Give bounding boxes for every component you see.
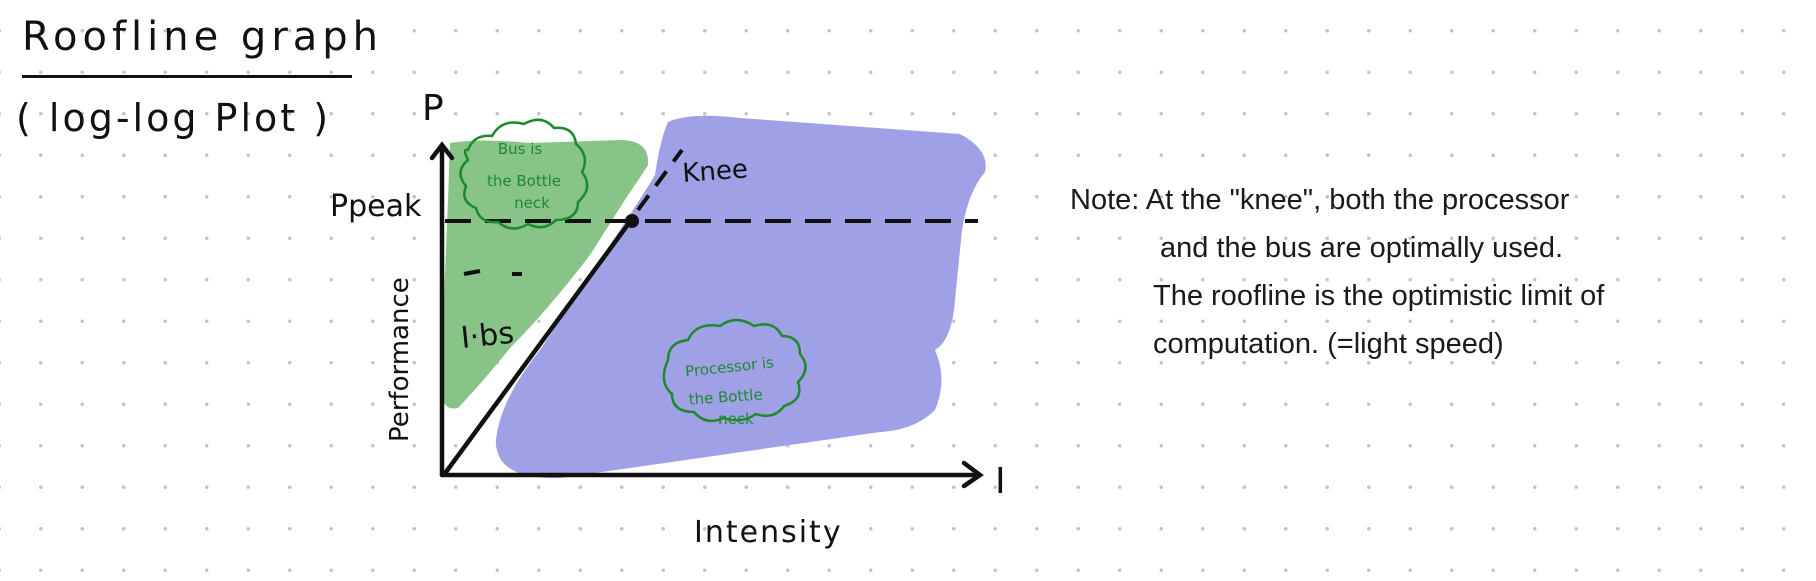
bus-cloud-outline — [459, 118, 589, 230]
axes — [429, 141, 984, 489]
knee-label: Knee — [681, 154, 748, 188]
note-line: Note: At the "knee", both the processor — [1070, 184, 1570, 216]
page-title: Roofline graph — [22, 14, 384, 60]
ink-mark — [463, 269, 481, 276]
y-axis-arrowhead — [429, 141, 455, 161]
note-line: The roofline is the optimistic limit of — [1153, 280, 1605, 312]
bus-region-label-line: Bus is — [498, 140, 543, 158]
note: Note: At the "knee", both the processor … — [1070, 176, 1604, 368]
processor-region-label-line: neck — [718, 410, 754, 428]
processor-bottleneck-region — [495, 115, 986, 479]
bus-region-label-line: neck — [514, 194, 550, 212]
peak-performance-label: Ppeak — [330, 189, 422, 224]
y-axis-label: Performance — [385, 277, 415, 442]
bus-region-label-line: the Bottle — [487, 172, 561, 190]
x-axis-label: Intensity — [694, 515, 843, 550]
x-axis-arrowhead — [961, 460, 984, 489]
bus-roof-slope — [443, 216, 635, 475]
y-axis-letter: P — [422, 88, 444, 129]
page-subtitle: ( log-log Plot ) — [16, 96, 332, 140]
bus-bottleneck-region — [441, 140, 649, 409]
processor-cloud-outline — [662, 318, 807, 423]
note-line: and the bus are optimally used. — [1160, 232, 1564, 264]
note-line: computation. (=light speed) — [1153, 328, 1504, 360]
knee-point — [625, 214, 639, 228]
processor-region-label-line: the Bottle — [688, 385, 763, 408]
x-axis-letter: I — [995, 461, 1006, 502]
slope-extension-dashed — [636, 148, 684, 212]
bus-slope-label: I·bs — [459, 316, 515, 356]
title-underline — [22, 75, 352, 78]
